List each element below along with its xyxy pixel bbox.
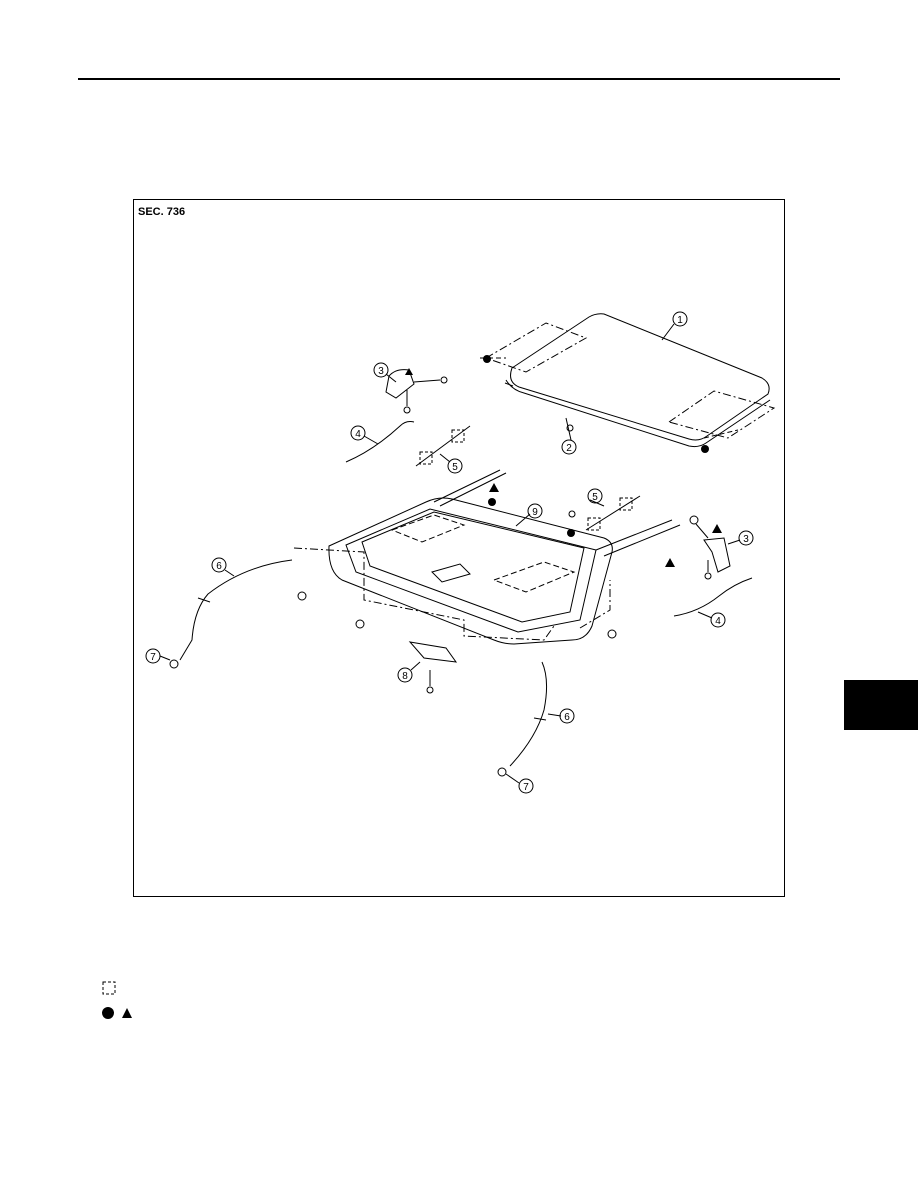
dashed-square-icon xyxy=(102,981,116,995)
callout-4: 4 xyxy=(355,429,361,440)
circle-icon xyxy=(102,1007,114,1019)
callout-5: 5 xyxy=(452,462,458,473)
mark-circle xyxy=(483,355,491,363)
section-tab xyxy=(844,680,918,730)
callout-6: 6 xyxy=(564,712,570,723)
legend-marks-row xyxy=(101,1006,133,1020)
sunroof-frame xyxy=(328,497,613,645)
callout-7: 7 xyxy=(150,652,156,663)
mark-circle xyxy=(488,498,496,506)
sunroof-motor xyxy=(408,641,458,663)
callout-3: 3 xyxy=(378,366,384,377)
callout-1: 1 xyxy=(677,315,683,326)
callout-6: 6 xyxy=(216,561,222,572)
mark-triangle xyxy=(489,483,499,492)
section-label: SEC. 736 xyxy=(138,206,186,218)
mark-triangle xyxy=(405,368,413,375)
bracket-left xyxy=(385,369,415,399)
exploded-view-diagram: SEC. 736 xyxy=(133,199,785,897)
bracket-right xyxy=(703,537,731,573)
header-rule xyxy=(78,78,840,80)
mark-triangle xyxy=(712,524,722,533)
legend-clip-row xyxy=(101,980,117,996)
callout-8: 8 xyxy=(402,671,408,682)
callout-5: 5 xyxy=(592,492,598,503)
callout-4: 4 xyxy=(715,616,721,627)
callout-7: 7 xyxy=(523,782,529,793)
sunroof-assembly-drawing: 1 2 3 3 4 4 5 5 6 6 7 7 8 9 xyxy=(145,311,776,794)
glass-lid xyxy=(510,313,770,441)
callout-3: 3 xyxy=(743,534,749,545)
mark-circle xyxy=(701,445,709,453)
triangle-icon xyxy=(122,1008,132,1018)
mark-triangle xyxy=(665,558,675,567)
callout-9: 9 xyxy=(532,507,538,518)
mark-circle xyxy=(567,529,575,537)
callout-2: 2 xyxy=(566,443,572,454)
